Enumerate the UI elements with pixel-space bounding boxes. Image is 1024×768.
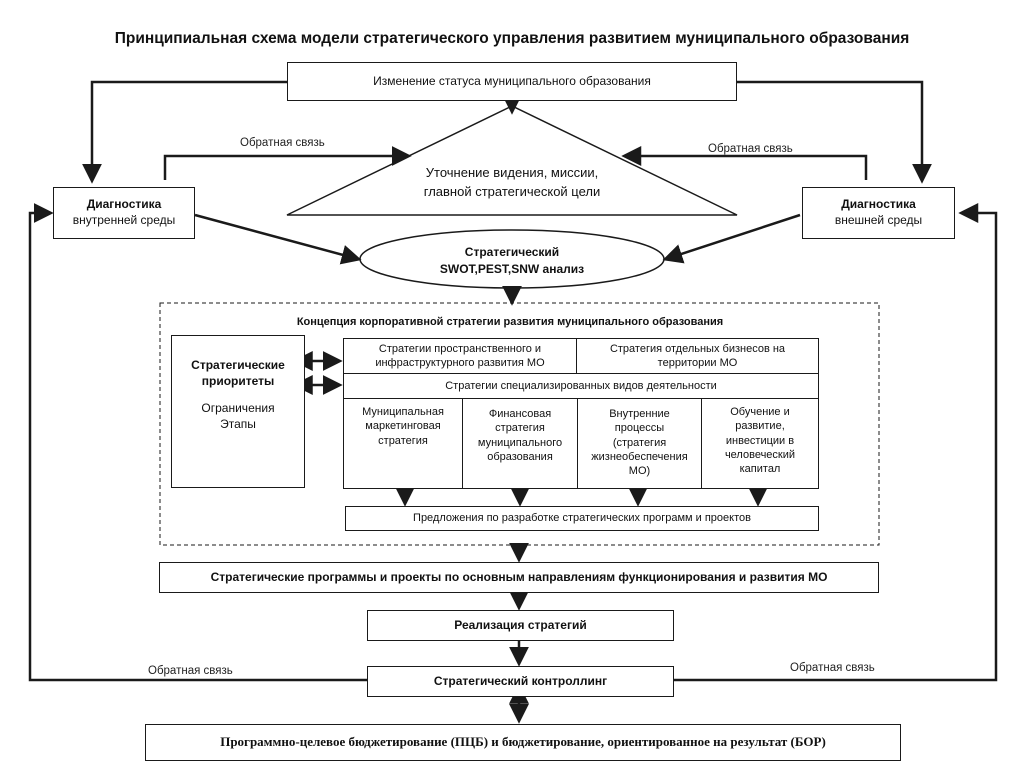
strategy-spatial-line-1: Стратегии пространственного и (378, 342, 542, 355)
status-change-box: Изменение статуса муниципального образов… (287, 62, 737, 101)
arrow-controlling-to-external (674, 203, 998, 682)
priorities-box: Стратегические приоритеты Ограничения Эт… (171, 335, 305, 488)
sub-strategy-line: образования (487, 450, 553, 463)
sub-strategy-line: Внутренние (609, 408, 670, 420)
sub-strategy-line: жизнеобеспечения МО) (591, 450, 688, 478)
strategy-specialized-box: Стратегии специализированных видов деяте… (343, 373, 819, 399)
strategy-specialized-text: Стратегии специализированных видов деяте… (445, 379, 717, 392)
diag-external-subtitle: внешней среды (834, 213, 923, 227)
priorities-line-2: приоритеты (201, 373, 275, 388)
status-change-text: Изменение статуса муниципального образов… (373, 73, 651, 88)
sub-strategy-line: маркетинговая (365, 420, 441, 433)
diag-external-title: Диагностика (841, 197, 916, 212)
sub-strategy-line: инвестиции в (725, 434, 795, 447)
strategy-spatial-line-2: инфраструктурного развития МО (375, 357, 545, 369)
sub-strategy-line: человеческий капитал (724, 448, 796, 476)
analysis-line-2: SWOT,PEST,SNW анализ (439, 261, 585, 276)
vision-line-1: Уточнение видения, миссии, (425, 165, 599, 180)
sub-strategy-line: стратегия (495, 422, 545, 435)
arrow-internal-to-analysis (194, 213, 362, 265)
proposals-box: Предложения по разработке стратегических… (345, 506, 819, 531)
sub-strategy-line: стратегия (378, 434, 428, 447)
strategy-spatial-box: Стратегии пространственного и инфраструк… (343, 338, 577, 374)
programs-text: Стратегические программы и проекты по ос… (210, 569, 828, 584)
strategy-business-line-2: территории МО (657, 357, 738, 369)
sub-strategy-learning: Обучение и развитие, инвестиции в челове… (701, 398, 819, 489)
controlling-box: Стратегический контроллинг (367, 666, 674, 697)
analysis-text: Стратегический SWOT,PEST,SNW анализ (380, 244, 644, 278)
sub-strategy-processes: Внутренние процессы (стратегия жизнеобес… (577, 398, 702, 489)
implementation-box: Реализация стратегий (367, 610, 674, 641)
sub-strategy-line: процессы (614, 422, 665, 435)
arrow-external-to-analysis (662, 213, 801, 264)
page-title: Принципиальная схема модели стратегическ… (114, 30, 910, 47)
budgeting-box: Программно-целевое бюджетирование (ПЦБ) … (145, 724, 901, 761)
sub-strategy-line: Обучение и (730, 406, 790, 418)
sub-strategy-line: Финансовая (488, 408, 552, 420)
sub-strategy-line: Муниципальная (362, 406, 444, 418)
strategy-business-line-1: Стратегия отдельных бизнесов на (609, 342, 786, 355)
sub-strategy-line: (стратегия (612, 436, 667, 449)
sub-strategy-line: развитие, (735, 420, 785, 433)
arrow-status-to-external (737, 80, 932, 184)
sub-strategy-line: муниципального (477, 436, 563, 449)
implementation-text: Реализация стратегий (454, 617, 587, 632)
diag-internal-subtitle: внутренней среды (72, 213, 176, 227)
feedback-label-bottom-left: Обратная связь (148, 665, 233, 677)
feedback-label-right: Обратная связь (708, 143, 793, 155)
controlling-text: Стратегический контроллинг (433, 673, 608, 688)
diag-external-box: Диагностика внешней среды (802, 187, 955, 239)
vision-text: Уточнение видения, миссии, главной страт… (380, 164, 644, 202)
arrow-internal-to-vision (163, 146, 412, 180)
priorities-line-3: Ограничения (201, 401, 275, 416)
arrow-status-to-internal (82, 80, 287, 184)
proposals-text: Предложения по разработке стратегических… (413, 512, 751, 525)
priorities-line-4: Этапы (220, 416, 256, 431)
diag-internal-title: Диагностика (86, 197, 162, 212)
strategy-business-box: Стратегия отдельных бизнесов на территор… (576, 338, 819, 374)
budgeting-text: Программно-целевое бюджетирование (ПЦБ) … (220, 734, 826, 750)
concept-title: Концепция корпоративной стратегии развит… (296, 316, 724, 328)
feedback-label-bottom-right: Обратная связь (790, 662, 875, 674)
sub-strategy-finance: Финансовая стратегия муниципального обра… (462, 398, 578, 489)
arrow-controlling-to-internal (28, 203, 367, 682)
diag-internal-box: Диагностика внутренней среды (53, 187, 195, 239)
programs-box: Стратегические программы и проекты по ос… (159, 562, 879, 593)
arrow-external-to-vision (621, 146, 868, 180)
analysis-line-1: Стратегический (464, 245, 560, 259)
vision-line-2: главной стратегической цели (423, 183, 601, 199)
priorities-line-1: Стратегические (191, 358, 285, 372)
sub-strategy-marketing: Муниципальная маркетинговая стратегия (343, 398, 463, 489)
feedback-label-left: Обратная связь (240, 137, 325, 149)
